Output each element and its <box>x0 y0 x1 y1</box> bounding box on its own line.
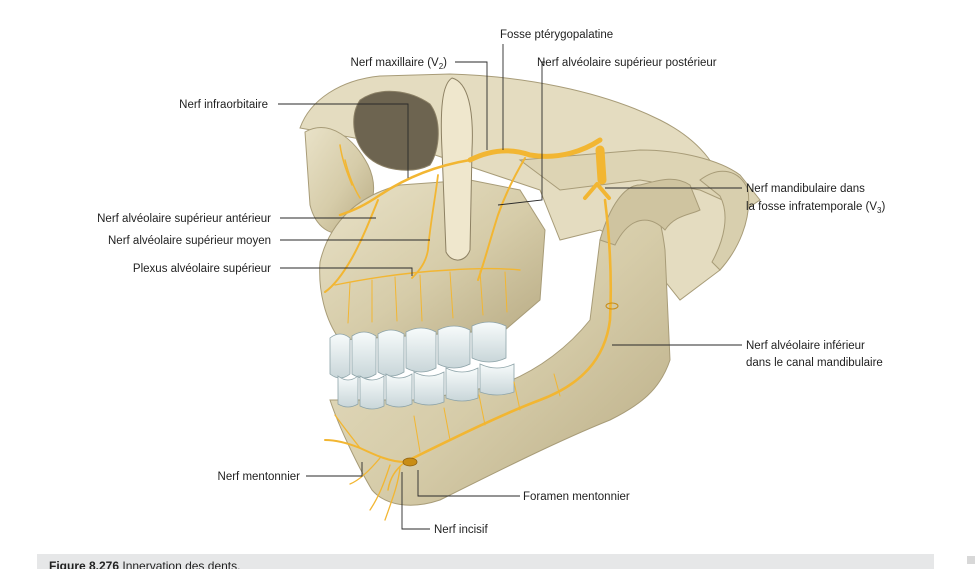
label-nerf-alveolaire-sup-moyen: Nerf alvéolaire supérieur moyen <box>108 235 271 247</box>
leader-lines <box>278 44 742 530</box>
label-nerf-maxillaire-main: Nerf maxillaire (V <box>351 57 440 69</box>
nerve-network <box>324 137 619 521</box>
label-nerf-alveolaire-sup-anterieur: Nerf alvéolaire supérieur antérieur <box>97 213 271 225</box>
label-nerf-mandibulaire-close: ) <box>882 201 886 213</box>
label-nerf-maxillaire-close: ) <box>443 57 447 69</box>
label-plexus-alveolaire-sup: Plexus alvéolaire supérieur <box>133 263 271 275</box>
label-nerf-mandibulaire-line1: Nerf mandibulaire dans <box>746 183 865 195</box>
label-fosse-pterygopalatine: Fosse ptérygopalatine <box>500 29 613 41</box>
label-nerf-alveolaire-sup-posterieur: Nerf alvéolaire supérieur postérieur <box>537 57 717 69</box>
label-nerf-incisif: Nerf incisif <box>434 524 488 536</box>
figure-caption-text: Innervation des dents. <box>122 559 241 569</box>
label-nerf-mandibulaire-main: la fosse infratemporale (V <box>746 201 877 213</box>
lower-teeth <box>337 363 515 410</box>
label-nerf-infraorbitaire: Nerf infraorbitaire <box>179 99 268 111</box>
label-nerf-maxillaire-sub: 2 <box>439 62 444 71</box>
label-nerf-mentonnier: Nerf mentonnier <box>218 471 301 483</box>
labels: Fosse ptérygopalatine Nerf maxillaire (V… <box>97 29 885 536</box>
label-nerf-mandibulaire-sub: 3 <box>877 206 882 215</box>
skull-bone <box>299 73 761 506</box>
page-edge-mark <box>967 556 975 564</box>
label-nerf-maxillaire: Nerf maxillaire (V2) <box>351 57 448 71</box>
label-foramen-mentonnier: Foramen mentonnier <box>523 491 630 503</box>
label-nerf-alveolaire-inf-line2: dans le canal mandibulaire <box>746 357 883 369</box>
figure-caption: Figure 8.276 Innervation des dents. <box>49 559 240 569</box>
label-nerf-mandibulaire-line2: la fosse infratemporale (V3) <box>746 201 886 215</box>
figure-number: Figure 8.276 <box>49 559 120 569</box>
label-nerf-alveolaire-inf-line1: Nerf alvéolaire inférieur <box>746 340 865 352</box>
figure-caption-bar: Figure 8.276 Innervation des dents. <box>37 554 934 569</box>
